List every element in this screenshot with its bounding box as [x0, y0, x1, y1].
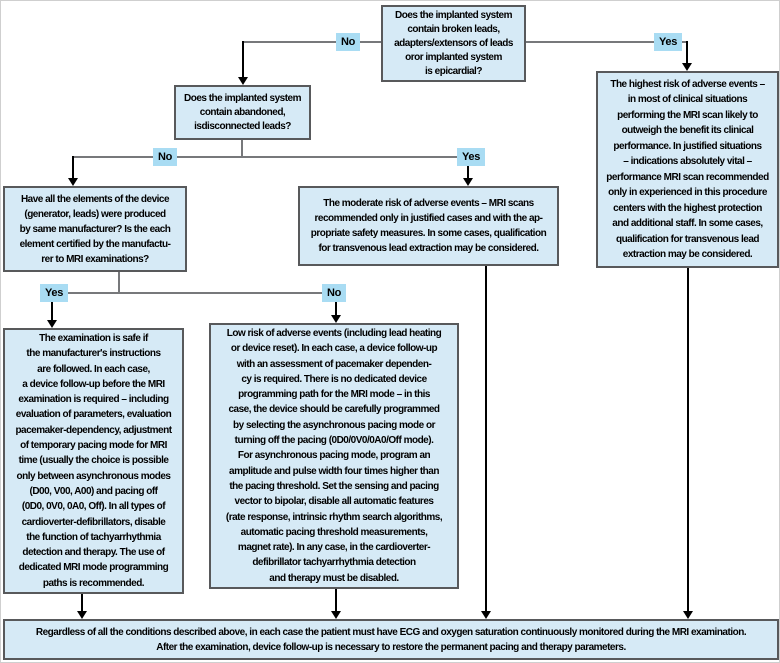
- arrow-down-icon: [238, 77, 248, 85]
- node-footer-monitoring: Regardless of all the conditions describ…: [3, 619, 779, 660]
- label-yes-level2: Yes: [457, 148, 486, 166]
- connector-to-moderate-risk: [467, 156, 469, 180]
- arrow-down-icon: [481, 611, 491, 619]
- connector-to-manufacturer-question: [72, 156, 74, 180]
- arrow-down-icon: [331, 611, 341, 619]
- arrow-down-icon: [683, 611, 693, 619]
- label-no-level2: No: [153, 148, 178, 166]
- node-abandoned-leads-question: Does the implanted system contain abando…: [174, 85, 311, 140]
- connector-highest-to-footer: [687, 268, 689, 612]
- node-highest-risk-outcome: The highest risk of adverse events – in …: [596, 71, 779, 268]
- arrow-down-icon: [682, 63, 692, 71]
- connector-split-level2: [73, 156, 469, 158]
- connector-to-low-risk: [335, 292, 337, 316]
- connector-from-manufacturer-question: [118, 271, 120, 294]
- connector-to-highest-risk: [686, 41, 688, 64]
- arrow-down-icon: [68, 178, 78, 186]
- arrow-down-icon: [463, 178, 473, 186]
- label-yes-level3: Yes: [40, 284, 69, 302]
- label-no-top: No: [336, 33, 361, 51]
- connector-to-abandoned-question: [242, 41, 244, 78]
- connector-safe-to-footer: [81, 594, 83, 612]
- node-broken-leads-question: Does the implanted system contain broken…: [381, 5, 526, 82]
- connector-yes-top: [525, 41, 688, 43]
- connector-split-level3: [52, 292, 337, 294]
- connector-to-safe: [51, 292, 53, 321]
- arrow-down-icon: [77, 611, 87, 619]
- connector-no-top: [243, 41, 382, 43]
- connector-moderate-to-footer: [485, 265, 487, 612]
- label-no-level3: No: [322, 284, 347, 302]
- node-safe-outcome: The examination is safe if the manufactu…: [3, 328, 184, 594]
- node-moderate-risk-outcome: The moderate risk of adverse events – MR…: [298, 186, 559, 266]
- node-low-risk-outcome: Low risk of adverse events (including le…: [209, 323, 459, 589]
- node-manufacturer-question: Have all the elements of the device (gen…: [3, 186, 187, 272]
- arrow-down-icon: [331, 315, 341, 323]
- connector-from-abandoned-question: [241, 139, 243, 158]
- label-yes-top: Yes: [654, 33, 683, 51]
- arrow-down-icon: [47, 320, 57, 328]
- connector-lowrisk-to-footer: [335, 589, 337, 612]
